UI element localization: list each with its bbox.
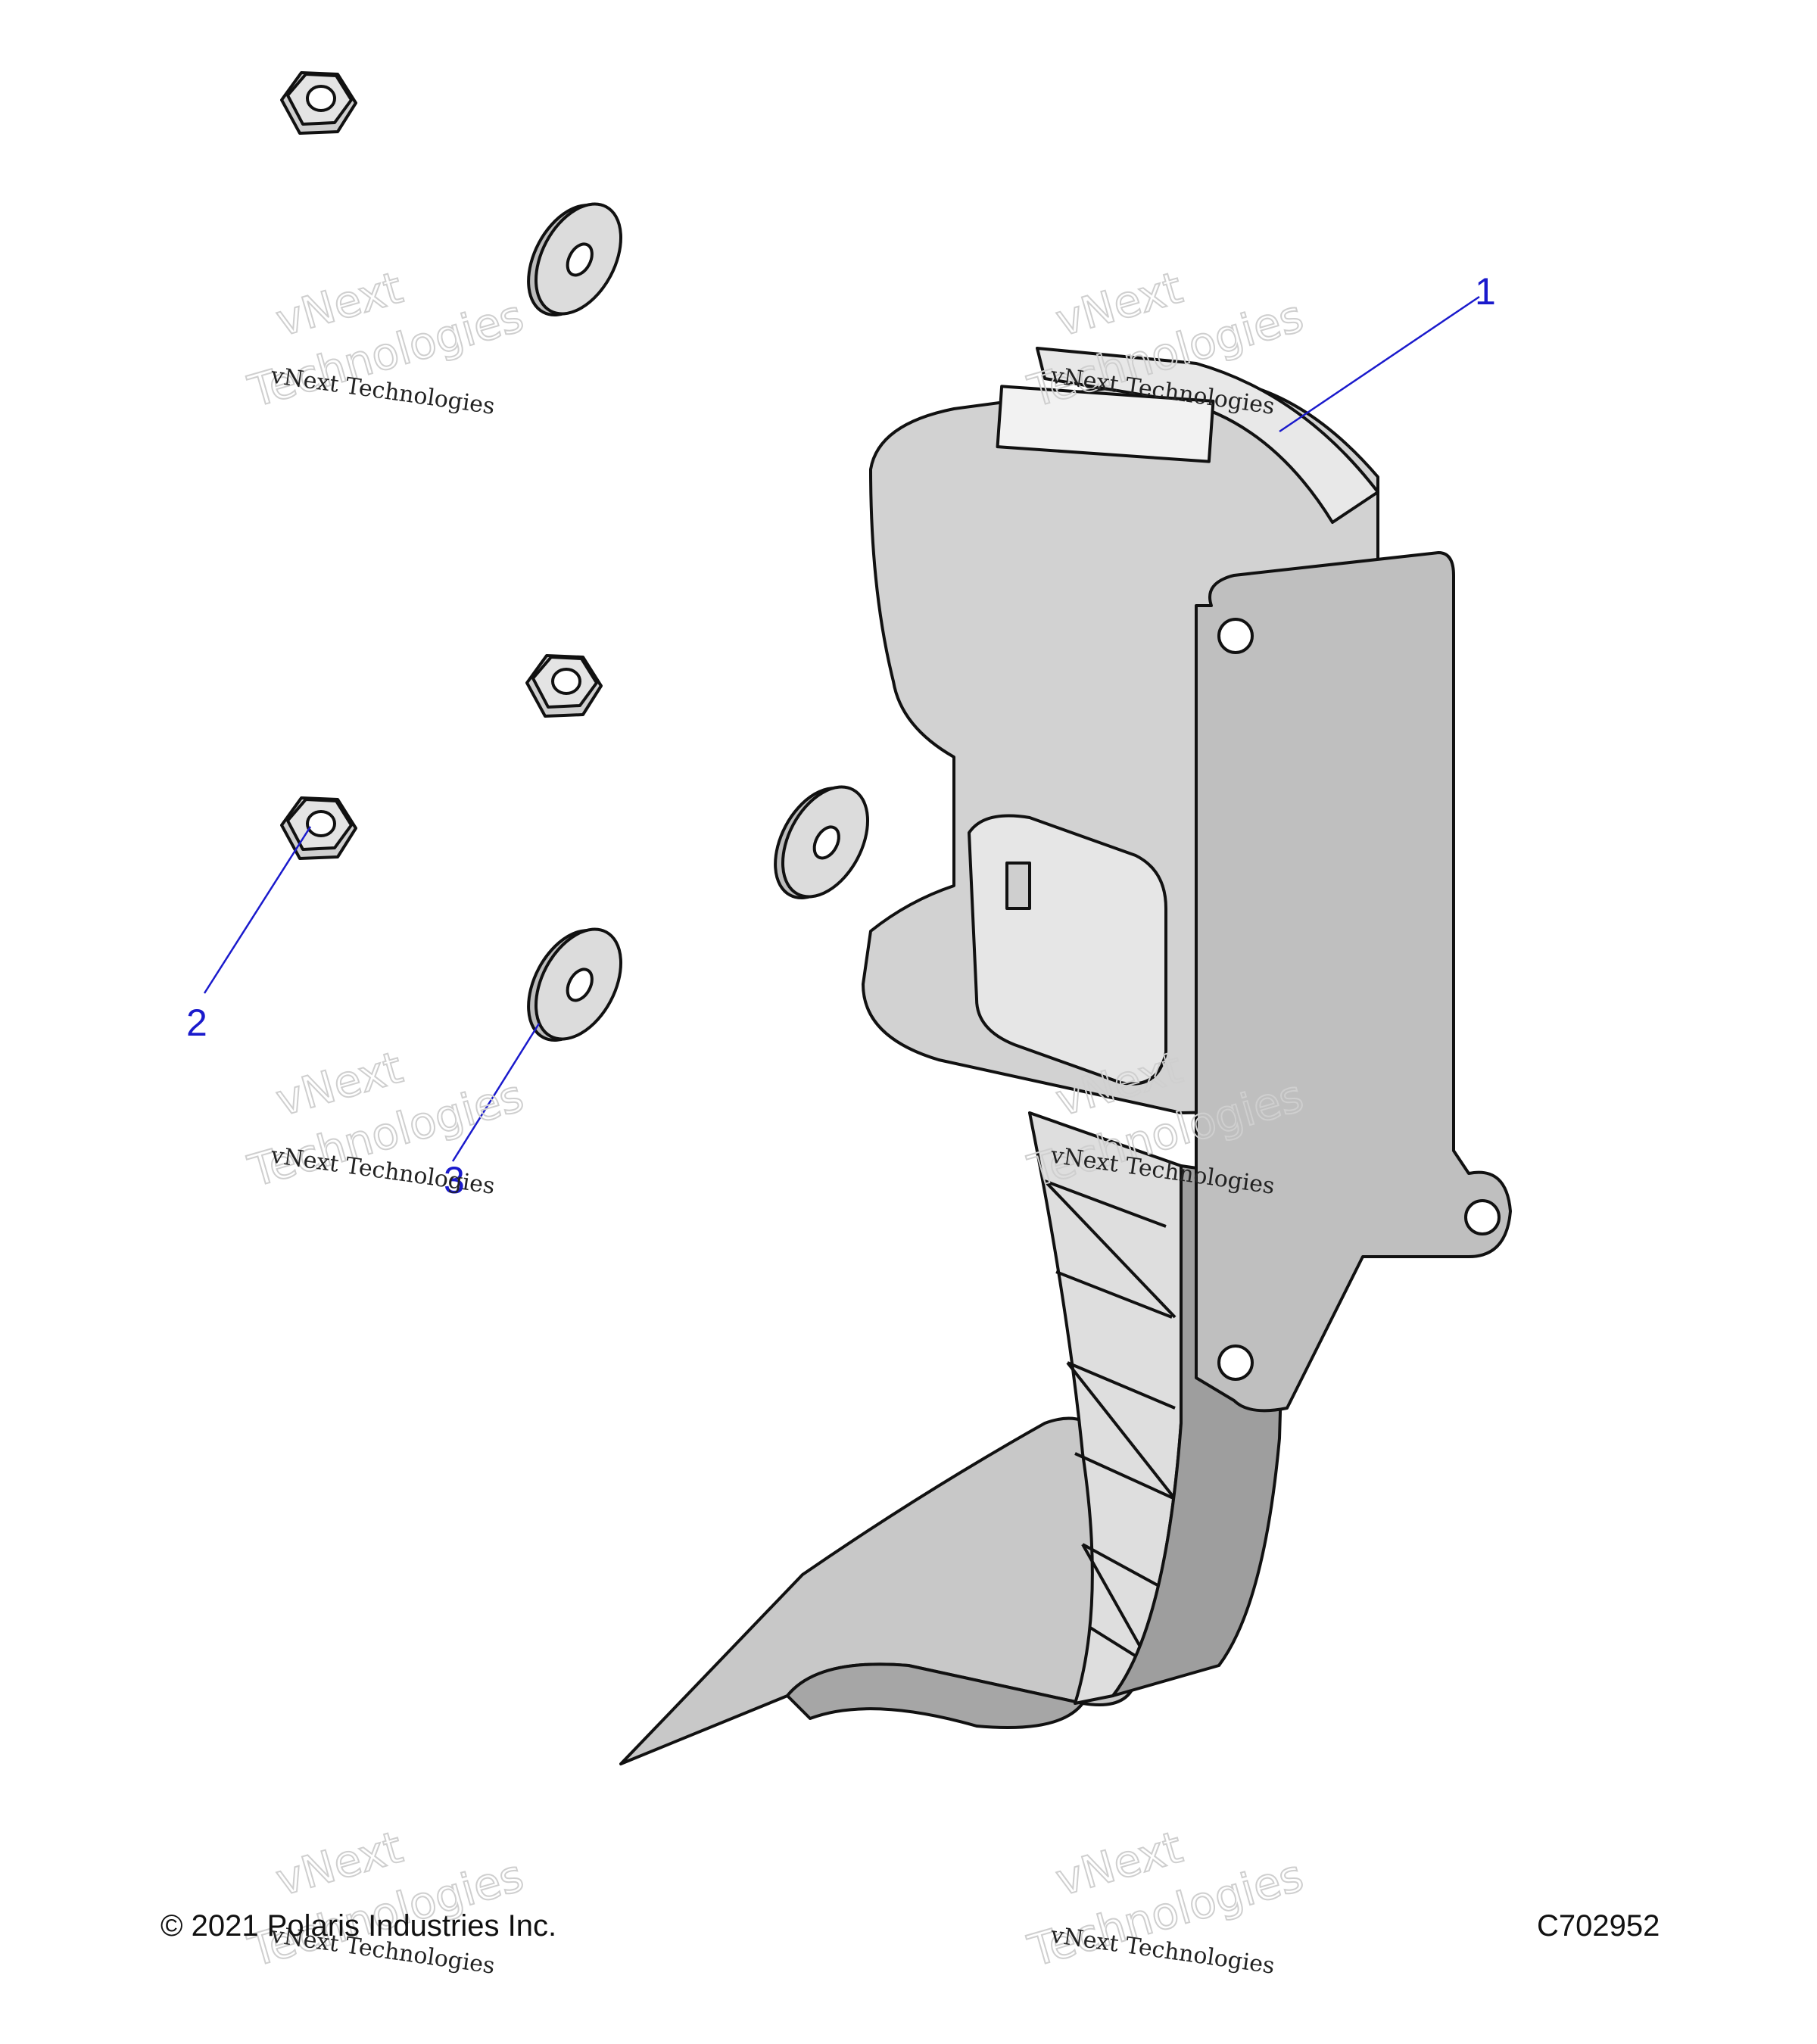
leader-line-1 bbox=[1279, 295, 1480, 433]
mounting-plate bbox=[1195, 551, 1512, 1413]
hex-nut-middle bbox=[525, 654, 603, 718]
hex-nut-callout-2 bbox=[280, 796, 357, 860]
hex-nut-top bbox=[280, 71, 357, 135]
mounting-hole-tab bbox=[1464, 1199, 1501, 1235]
mounting-hole-top bbox=[1217, 618, 1254, 654]
mounting-hole-bottom bbox=[1217, 1344, 1254, 1381]
washer-middle bbox=[774, 785, 870, 900]
washer-callout-3 bbox=[527, 927, 623, 1042]
callout-2: 2 bbox=[186, 1002, 207, 1044]
watermark-upper-left: vNext Technologies vNext Technologies bbox=[242, 261, 530, 420]
watermark-middle-left: vNext Technologies vNext Technologies bbox=[242, 1041, 530, 1200]
callout-1: 1 bbox=[1475, 270, 1496, 313]
drawing-number: C702952 bbox=[1537, 1909, 1660, 1943]
throttle-pedal-assembly bbox=[619, 347, 1512, 1765]
watermark-bottom-right: vNext Technologies vNext Technologies bbox=[1022, 1821, 1310, 1980]
callout-3: 3 bbox=[444, 1159, 465, 1201]
copyright-notice: © 2021 Polaris Industries Inc. bbox=[161, 1909, 557, 1943]
washer-top bbox=[527, 202, 623, 317]
leader-line-2 bbox=[203, 826, 312, 994]
leader-line-3 bbox=[451, 1023, 541, 1162]
